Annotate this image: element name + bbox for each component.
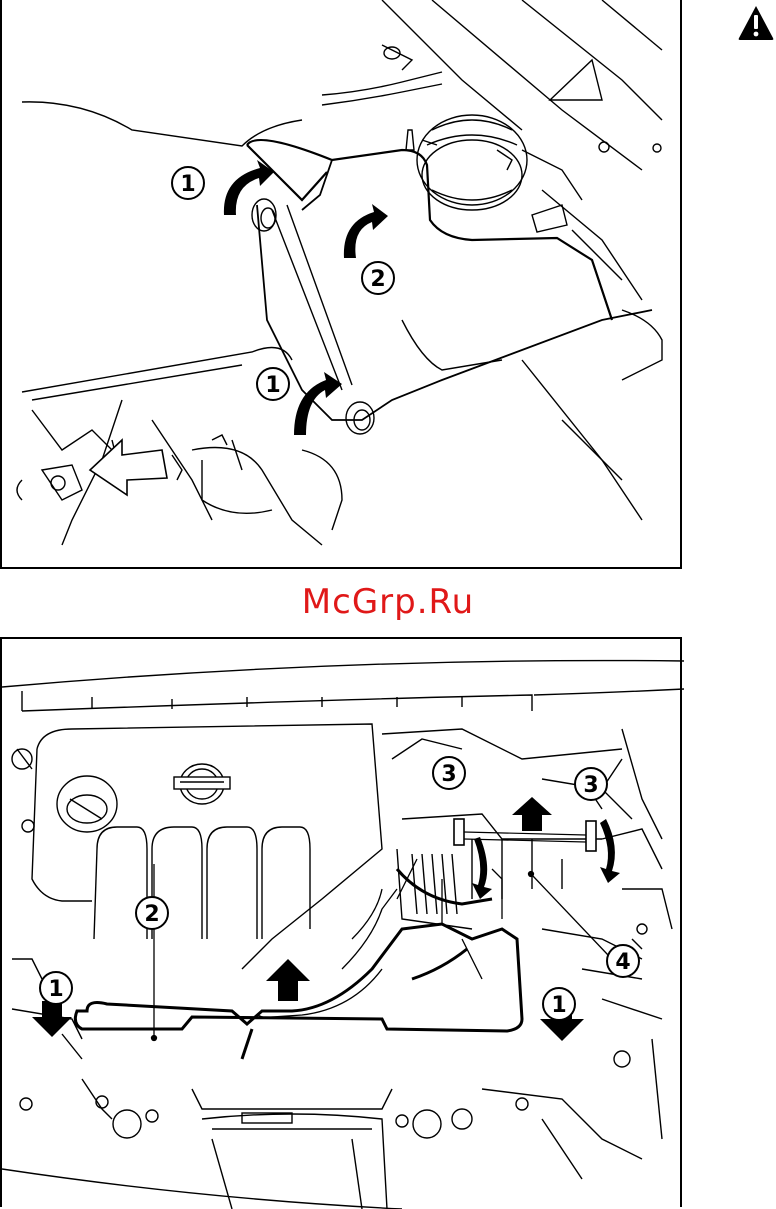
callout-3-left: 3 [433, 757, 465, 789]
callout-1-top: 1 [172, 167, 204, 199]
svg-text:1: 1 [180, 172, 195, 197]
callout-1-bottom-right: 1 [543, 988, 575, 1020]
callout-2-bottom: 2 [136, 897, 168, 929]
callout-4: 4 [607, 945, 639, 977]
svg-text:2: 2 [370, 267, 385, 292]
callout-2-top: 2 [362, 262, 394, 294]
svg-text:1: 1 [265, 373, 280, 398]
callout-3-right: 3 [575, 768, 607, 800]
callout-1-bottom-left: 1 [40, 972, 72, 1004]
air-duct-removal-illustration: 1 2 1 [0, 0, 682, 569]
callout-1-top-lower: 1 [257, 368, 289, 400]
warning-triangle-icon [737, 4, 775, 42]
svg-text:4: 4 [615, 950, 630, 975]
engine-top-drawing: 1 2 3 3 4 1 [2, 639, 684, 1209]
svg-text:2: 2 [144, 902, 159, 927]
engine-bay-drawing: 1 2 1 [2, 0, 684, 569]
svg-text:3: 3 [441, 762, 456, 787]
svg-text:1: 1 [551, 993, 566, 1018]
watermark-text: McGrp.Ru [0, 582, 776, 622]
engine-cover-removal-illustration: 1 2 3 3 4 1 [0, 637, 682, 1207]
svg-text:3: 3 [583, 773, 598, 798]
svg-text:1: 1 [48, 977, 63, 1002]
